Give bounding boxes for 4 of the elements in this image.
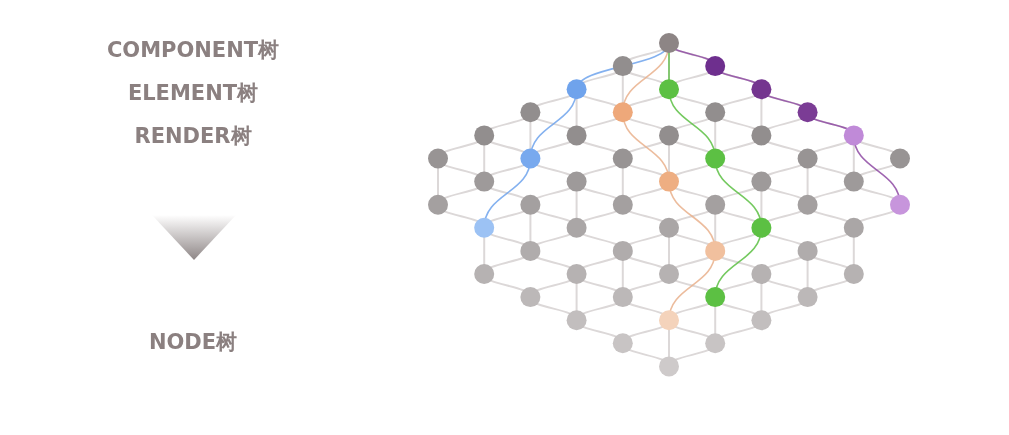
tree-label: COMPONENT树: [105, 37, 281, 63]
tree-label: RENDER树: [133, 123, 253, 149]
tree-label: NODE树: [147, 329, 239, 355]
tree-label: ELEMENT树: [126, 80, 260, 106]
